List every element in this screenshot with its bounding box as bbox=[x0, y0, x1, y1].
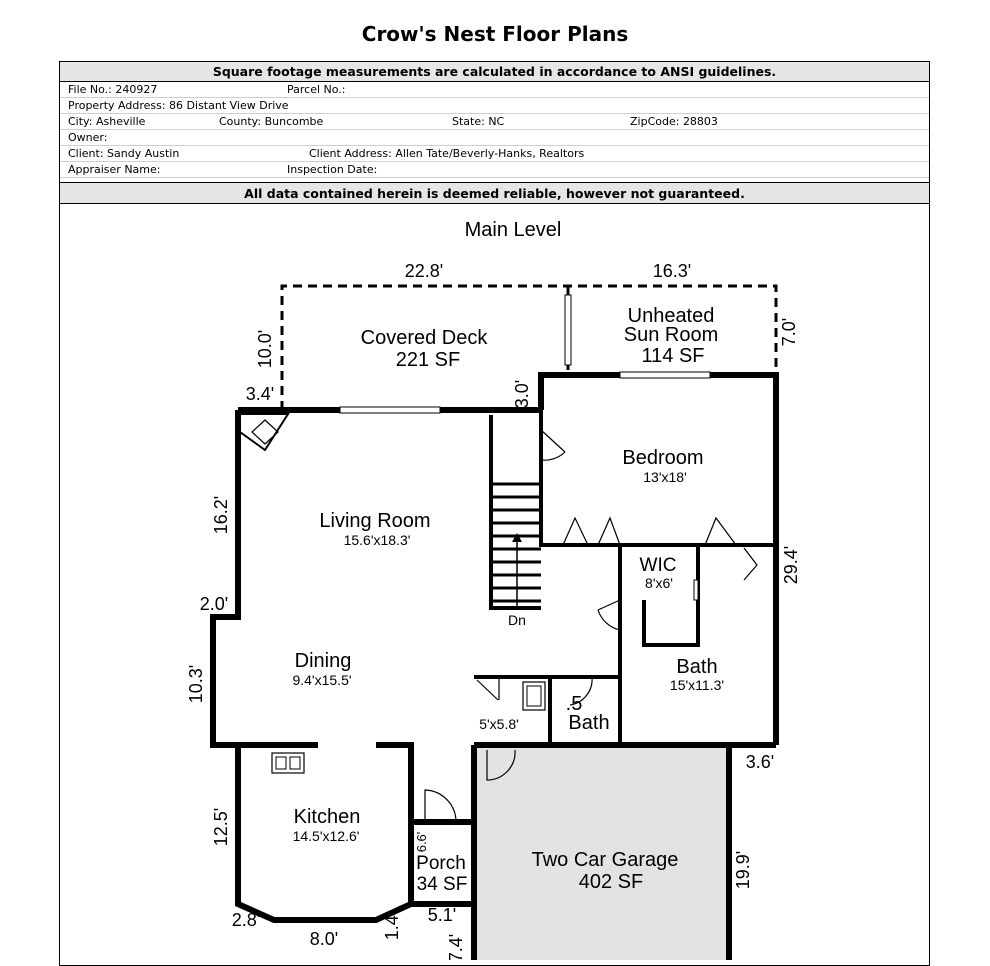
wic-door bbox=[693, 579, 699, 601]
county: County: Buncombe bbox=[219, 115, 324, 128]
dim-garage-3-6: 3.6' bbox=[746, 752, 774, 772]
appraiser-name: Appraiser Name: bbox=[68, 163, 161, 176]
garage-floor bbox=[474, 745, 729, 960]
garage-area: 402 SF bbox=[579, 871, 643, 893]
stairs-arrow-icon bbox=[512, 533, 522, 542]
dim-porch-6-6: 6.6' bbox=[414, 832, 429, 853]
info-row-address: Property Address: 86 Distant View Drive bbox=[60, 98, 929, 114]
sun-room-name-2: Sun Room bbox=[624, 324, 719, 346]
covered-deck-name: Covered Deck bbox=[361, 327, 489, 349]
state: State: NC bbox=[452, 115, 505, 128]
level-title: Main Level bbox=[465, 219, 562, 241]
bath-size: 15'x11.3' bbox=[670, 677, 724, 693]
wic-size: 8'x6' bbox=[645, 575, 673, 591]
kitchen-fixtures bbox=[245, 743, 312, 774]
info-row-file: File No.: 240927 Parcel No.: bbox=[60, 82, 929, 98]
dim-porch-5-1: 5.1' bbox=[428, 905, 456, 925]
bedroom-name: Bedroom bbox=[622, 447, 703, 469]
wic-name: WIC bbox=[640, 555, 677, 576]
stairs bbox=[491, 482, 541, 608]
porch-area: 34 SF bbox=[417, 874, 468, 895]
dining-size: 9.4'x15.5' bbox=[292, 672, 351, 688]
dim-bay-2-8: 2.8' bbox=[232, 910, 260, 930]
floor-plan: Main Level 22.8' 16.3' Covered Deck 221 … bbox=[186, 219, 801, 960]
disclaimer: All data contained herein is deemed reli… bbox=[60, 182, 929, 204]
info-row-owner: Owner: bbox=[60, 130, 929, 146]
city: City: Asheville bbox=[68, 115, 146, 128]
garage-name: Two Car Garage bbox=[532, 849, 679, 871]
dim-bay-1-4: 1.4' bbox=[382, 912, 402, 940]
fireplace-icon bbox=[239, 413, 290, 452]
dim-offset-3-4: 3.4' bbox=[246, 384, 274, 404]
windows bbox=[339, 294, 711, 414]
dim-left-16-2: 16.2' bbox=[211, 496, 231, 534]
owner: Owner: bbox=[68, 131, 108, 144]
dim-sun-depth: 7.0' bbox=[779, 318, 799, 346]
half-bath-name-2: Bath bbox=[568, 712, 609, 734]
fireplace-hearth bbox=[251, 419, 279, 445]
kitchen-size: 14.5'x12.6' bbox=[293, 828, 360, 844]
dim-right-29-4: 29.4' bbox=[781, 546, 801, 584]
dim-deck-width: 22.8' bbox=[405, 261, 443, 281]
dim-left-12-5: 12.5' bbox=[211, 808, 231, 846]
closet-size: 5'x5.8' bbox=[479, 716, 519, 732]
dim-offset-3-0: 3.0' bbox=[512, 380, 532, 408]
half-bath-name-1: .5 bbox=[566, 693, 583, 715]
dining-name: Dining bbox=[295, 650, 352, 672]
door-swings bbox=[424, 429, 758, 823]
client: Client: Sandy Austin bbox=[68, 147, 180, 160]
toilet-icon bbox=[522, 681, 546, 711]
bath-name: Bath bbox=[676, 656, 717, 678]
sink-icon bbox=[526, 685, 542, 707]
ansi-note: Square footage measurements are calculat… bbox=[60, 62, 929, 82]
file-no: File No.: 240927 bbox=[68, 83, 158, 96]
sun-room-name-1: Unheated bbox=[628, 305, 715, 327]
living-room-name: Living Room bbox=[319, 510, 430, 532]
bedroom-size: 13'x18' bbox=[643, 469, 687, 485]
sun-room-area: 114 SF bbox=[642, 345, 705, 367]
dim-sun-width: 16.3' bbox=[653, 261, 691, 281]
page-title: Crow's Nest Floor Plans bbox=[361, 22, 629, 46]
inspection-date: Inspection Date: bbox=[287, 163, 378, 176]
dim-left-10-3: 10.3' bbox=[186, 665, 206, 703]
living-room-size: 15.6'x18.3' bbox=[344, 532, 411, 548]
client-address: Client Address: Allen Tate/Beverly-Hanks… bbox=[309, 147, 585, 160]
porch-name: Porch bbox=[416, 853, 466, 874]
dim-bay-8-0: 8.0' bbox=[310, 929, 338, 949]
covered-deck-area: 221 SF bbox=[396, 349, 460, 371]
dim-jog-2-0: 2.0' bbox=[200, 594, 228, 614]
parcel-no: Parcel No.: bbox=[287, 83, 346, 96]
report-frame: Square footage measurements are calculat… bbox=[59, 61, 930, 966]
dim-garage-19-9: 19.9' bbox=[733, 851, 753, 889]
dim-porch-7-4: 7.4' bbox=[446, 934, 466, 960]
zipcode: ZipCode: 28803 bbox=[630, 115, 718, 128]
info-row-location: City: Asheville County: Buncombe State: … bbox=[60, 114, 929, 130]
stairs-label: Dn bbox=[508, 612, 526, 628]
property-address: Property Address: 86 Distant View Drive bbox=[68, 99, 289, 112]
kitchen-name: Kitchen bbox=[294, 806, 361, 828]
info-row-client: Client: Sandy Austin Client Address: All… bbox=[60, 146, 929, 162]
dim-deck-depth: 10.0' bbox=[255, 330, 275, 368]
info-row-appraiser: Appraiser Name: Inspection Date: bbox=[60, 162, 929, 178]
